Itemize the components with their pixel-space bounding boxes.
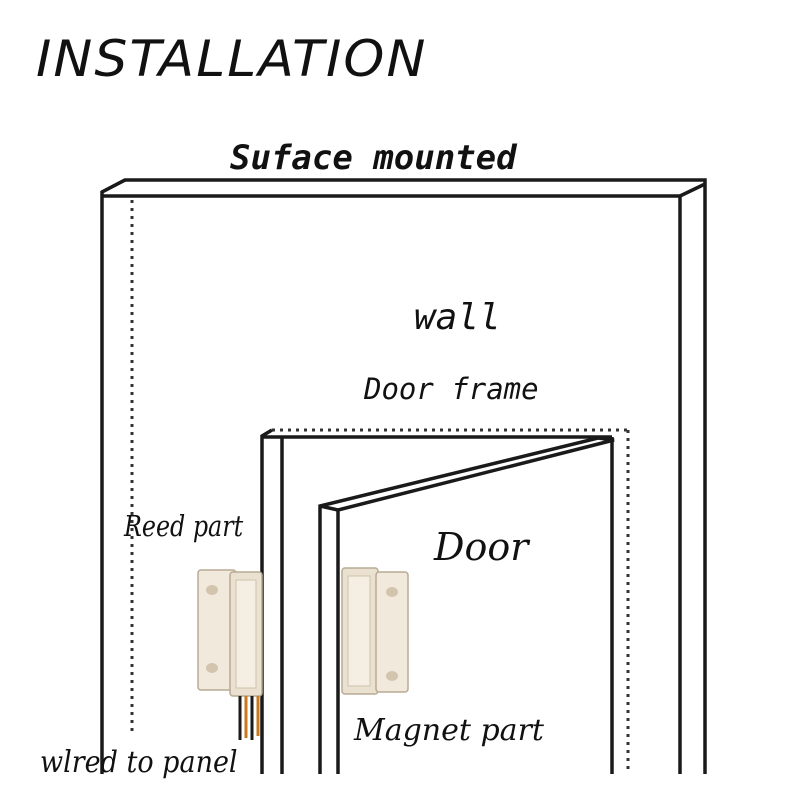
wall-label: wall — [414, 297, 501, 338]
reed-part-label: Reed part — [124, 509, 244, 543]
door-label: Door — [434, 525, 529, 569]
wired-to-panel-label: wlred to panel — [40, 745, 238, 780]
door-panel — [318, 436, 615, 774]
magnet-part-label: Magnet part — [354, 713, 544, 748]
door-frame-label: Door frame — [364, 372, 539, 406]
page-title: INSTALLATION — [36, 30, 428, 88]
door-frame-dotted — [272, 428, 630, 774]
magnet-sensor — [341, 567, 409, 695]
wall-outline — [100, 178, 707, 774]
reed-sensor — [197, 569, 263, 740]
mount-type-label: Suface mounted — [230, 138, 517, 178]
